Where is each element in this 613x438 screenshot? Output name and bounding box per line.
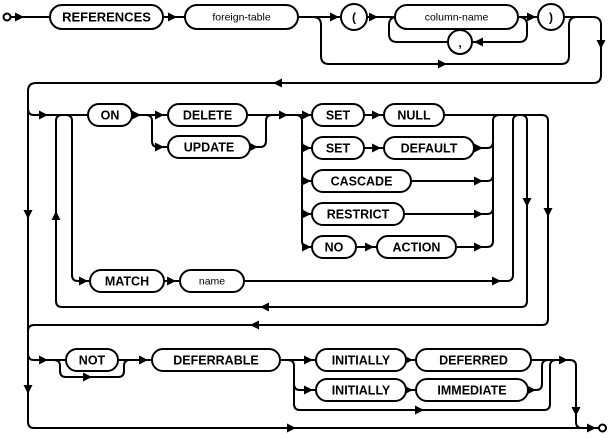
terminal-open-paren: ( xyxy=(340,3,368,31)
keyword-deferred: DEFERRED xyxy=(415,348,532,372)
svg-text:UPDATE: UPDATE xyxy=(184,141,234,155)
arrowheads xyxy=(15,12,606,433)
svg-text:NOT: NOT xyxy=(79,354,106,368)
svg-text:DEFERRABLE: DEFERRABLE xyxy=(173,354,258,368)
svg-text:ON: ON xyxy=(101,109,120,123)
keyword-initially-immediate-initially: INITIALLY xyxy=(315,378,407,402)
svg-text:REFERENCES: REFERENCES xyxy=(62,10,151,25)
svg-text:INITIALLY: INITIALLY xyxy=(332,384,391,398)
svg-text:ACTION: ACTION xyxy=(393,241,441,255)
keyword-no: NO xyxy=(311,235,357,259)
nonterminal-foreign-table: foreign-table xyxy=(184,4,299,30)
keyword-on: ON xyxy=(87,103,133,127)
keyword-update: UPDATE xyxy=(167,135,251,159)
svg-text:DELETE: DELETE xyxy=(183,109,232,123)
keyword-immediate: IMMEDIATE xyxy=(415,378,529,402)
keyword-restrict: RESTRICT xyxy=(311,202,405,226)
keyword-not: NOT xyxy=(65,348,119,372)
keyword-deferrable: DEFERRABLE xyxy=(151,348,281,372)
nonterminal-name: name xyxy=(179,269,245,293)
keyword-delete: DELETE xyxy=(167,103,248,127)
svg-text:MATCH: MATCH xyxy=(105,275,149,289)
keyword-initially-deferred-initially: INITIALLY xyxy=(315,348,407,372)
keyword-references: REFERENCES xyxy=(49,4,164,30)
end-terminal-icon xyxy=(598,423,607,433)
svg-text:INITIALLY: INITIALLY xyxy=(332,354,391,368)
keyword-default: DEFAULT xyxy=(383,136,475,160)
svg-text:,: , xyxy=(458,36,461,50)
terminal-close-paren: ) xyxy=(537,3,565,31)
keyword-match: MATCH xyxy=(89,269,165,293)
keyword-set-default-set: SET xyxy=(311,136,365,160)
svg-text:DEFAULT: DEFAULT xyxy=(401,142,458,156)
terminal-comma: , xyxy=(447,29,473,55)
keyword-set-null-set: SET xyxy=(311,103,365,127)
svg-text:name: name xyxy=(199,276,225,288)
svg-text:NULL: NULL xyxy=(397,109,431,123)
svg-text:DEFERRED: DEFERRED xyxy=(439,354,508,368)
svg-text:IMMEDIATE: IMMEDIATE xyxy=(437,384,506,398)
keyword-null: NULL xyxy=(383,103,445,127)
svg-text:RESTRICT: RESTRICT xyxy=(327,208,390,222)
svg-text:(: ( xyxy=(352,11,356,25)
svg-text:): ) xyxy=(549,11,553,25)
nonterminal-column-name: column-name xyxy=(394,4,519,30)
svg-text:foreign-table: foreign-table xyxy=(212,12,271,24)
svg-text:CASCADE: CASCADE xyxy=(331,175,393,189)
svg-text:SET: SET xyxy=(326,142,351,156)
svg-text:column-name: column-name xyxy=(425,12,489,24)
keyword-action: ACTION xyxy=(376,235,457,259)
svg-text:SET: SET xyxy=(326,109,351,123)
svg-text:NO: NO xyxy=(325,241,344,255)
start-terminal-icon xyxy=(2,12,12,22)
keyword-cascade: CASCADE xyxy=(311,169,412,193)
